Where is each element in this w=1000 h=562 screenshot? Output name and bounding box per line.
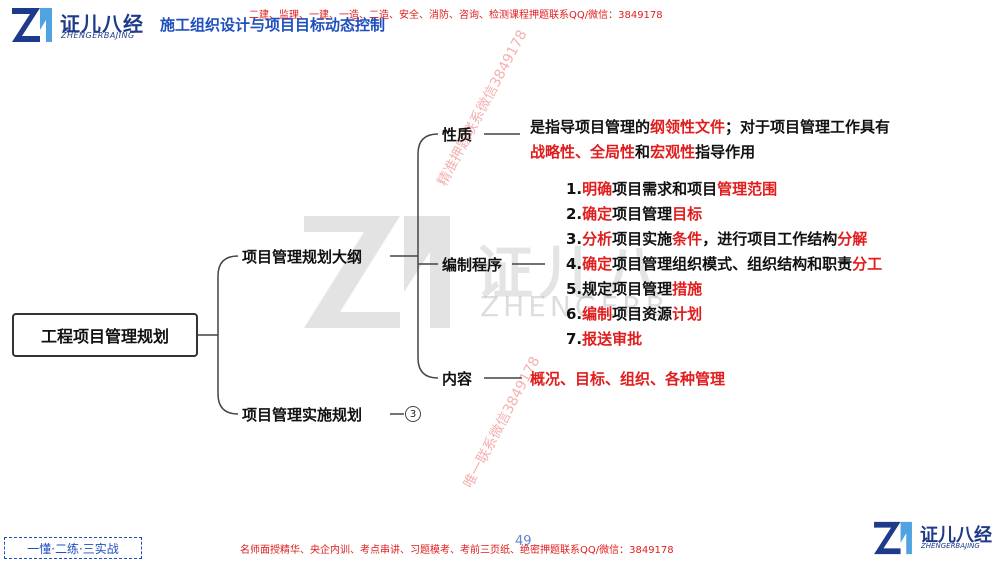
logo-subtext: ZHENGERBAJING xyxy=(61,31,135,40)
node-nature: 性质 xyxy=(442,126,473,144)
brand-logo-icon xyxy=(12,8,52,42)
procedure-item: 6.编制项目资源计划 xyxy=(566,305,703,323)
watermark-logo-icon xyxy=(304,216,450,328)
top-banner: 二建、监理、一建、一造、二造、安全、消防、咨询、检测课程押题联系QQ/微信：38… xyxy=(249,10,663,21)
nature-line-1: 是指导项目管理的纲领性文件；对于项目管理工作具有 xyxy=(530,118,891,136)
root-node: 工程项目管理规划 xyxy=(12,313,198,357)
procedure-item: 3.分析项目实施条件，进行项目工作结构分解 xyxy=(566,230,868,248)
watermark-subtext: ZHENGERB xyxy=(480,290,669,323)
branch-outline-plan: 项目管理规划大纲 xyxy=(242,248,363,266)
content-text: 概况、目标、组织、各种管理 xyxy=(530,370,726,388)
procedure-item: 7.报送审批 xyxy=(566,330,643,348)
node-content: 内容 xyxy=(442,370,473,388)
page-number: 49 xyxy=(515,534,532,549)
footer-logo-subtext: ZHENGERBAJING xyxy=(921,542,980,550)
collapsed-count-badge[interactable]: 3 xyxy=(405,406,421,422)
watermark-text: 证儿八 xyxy=(475,239,668,307)
procedure-item: 1.明确项目需求和项目管理范围 xyxy=(566,180,778,198)
procedure-item: 2.确定项目管理目标 xyxy=(566,205,703,223)
logo-text: 证儿八经 xyxy=(60,12,144,36)
branch-implementation-plan: 项目管理实施规划 xyxy=(242,406,363,424)
page-title: 施工组织设计与项目目标动态控制 xyxy=(160,16,386,34)
procedure-item: 4.确定项目管理组织模式、组织结构和职责分工 xyxy=(566,255,883,273)
procedure-item: 5.规定项目管理措施 xyxy=(566,280,703,298)
footer-logo-icon xyxy=(874,521,912,555)
footer-logo-text: 证儿八经 xyxy=(920,525,992,546)
nature-line-2: 战略性、全局性和宏观性指导作用 xyxy=(530,143,756,161)
node-procedure: 编制程序 xyxy=(442,256,503,274)
footer-banner: 名师面授精华、央企内训、考点串讲、习题模考、考前三页纸、绝密押题联系QQ/微信：… xyxy=(240,545,674,556)
slogan-box: 一懂·二练·三实战 xyxy=(4,537,142,559)
